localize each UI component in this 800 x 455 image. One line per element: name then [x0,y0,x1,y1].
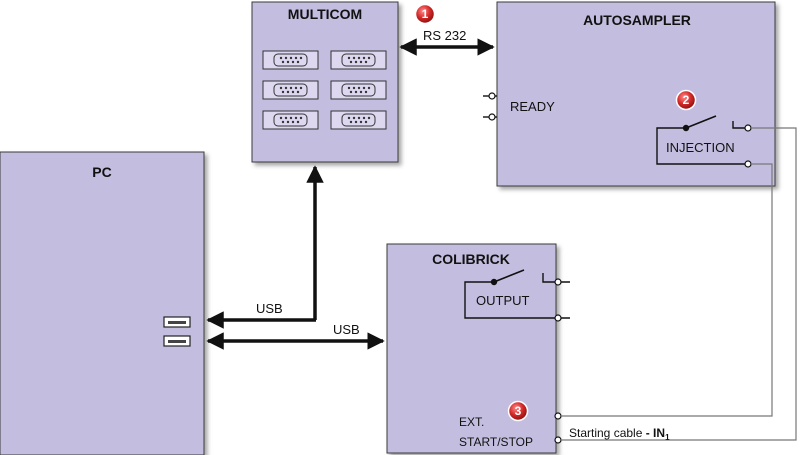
output-label: OUTPUT [476,293,530,308]
serial-port-icon [262,50,319,70]
serial-ports-grid [262,50,387,130]
injection-label: INJECTION [666,140,735,155]
autosampler-block: AUTOSAMPLER [496,1,776,187]
starting-cable-text: Starting cable [569,426,646,440]
usb-multicom-label: USB [256,301,283,316]
autosampler-title: AUTOSAMPLER [583,12,691,28]
badge-number: 2 [683,93,690,107]
terminal-icon [554,412,562,420]
starting-cable-label: Starting cable - IN1 [569,426,670,442]
in1-subscript: 1 [665,433,670,442]
terminal-icon [744,160,752,168]
badge-number: 1 [422,7,429,21]
ready-contact: READY [483,92,555,121]
colibrick-title: COLIBRICK [432,251,510,267]
usb-colibrick-connection: USB [206,322,385,350]
terminal-icon [554,436,562,444]
multicom-title: MULTICOM [288,6,362,22]
switch-lever-icon [685,115,717,129]
terminal-icon [488,92,496,100]
terminal-icon [554,278,562,286]
step-badge-1: 1 [414,3,436,25]
serial-port-icon [262,80,319,100]
rs232-connection: RS 232 [399,28,495,56]
starting-cable-wires [561,127,797,441]
usb-colibrick-label: USB [333,322,360,337]
in1-text: - IN [646,426,665,440]
badge-number: 3 [515,404,522,418]
serial-port-icon [330,80,387,100]
usb-port-icon [163,335,191,347]
usb-port-icon [163,316,191,328]
injection-switch: INJECTION [656,115,752,168]
output-switch: OUTPUT [464,269,570,322]
terminal-icon [488,113,496,121]
terminal-icon [554,314,562,322]
pc-block: PC [0,151,205,455]
usb-multicom-connection: USB [206,165,324,329]
colibrick-block: COLIBRICK [386,243,557,454]
rs232-label: RS 232 [423,28,466,43]
ext-label: EXT. [459,415,484,429]
step-badge-3: 3 [507,400,529,422]
serial-port-icon [262,110,319,130]
start-stop-label: START/STOP [459,435,533,449]
ready-label: READY [510,99,555,114]
terminal-icon [744,124,752,132]
serial-port-icon [330,50,387,70]
switch-lever-icon [493,269,525,283]
serial-port-icon [330,110,387,130]
step-badge-2: 2 [675,89,697,111]
pc-title: PC [92,164,111,180]
multicom-block: MULTICOM [251,1,399,163]
